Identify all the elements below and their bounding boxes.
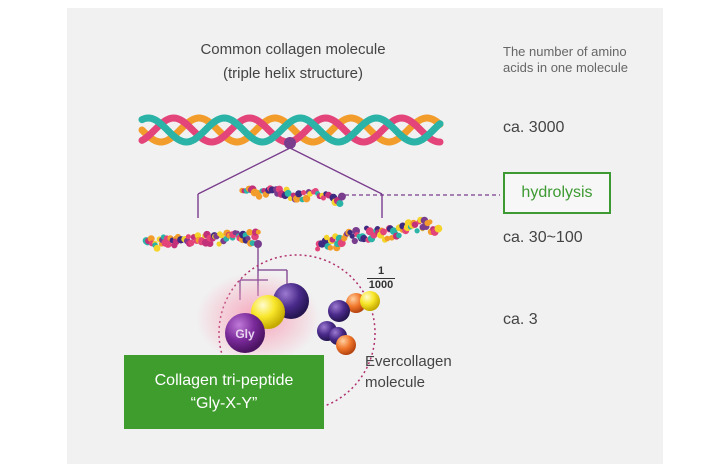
amino-bead [328, 245, 334, 251]
amino-bead [336, 200, 343, 207]
amino-bead [154, 245, 161, 252]
amino-bead [396, 233, 402, 239]
right-chain [315, 217, 442, 252]
amino-bead [380, 228, 387, 235]
amino-bead [415, 228, 420, 233]
hydrolysis-connector [198, 148, 382, 218]
ratio-fraction: 1 1000 [367, 265, 395, 292]
diagram-subtitle: (triple helix structure) [168, 65, 418, 82]
left-chain [143, 229, 261, 252]
amino-count-hydrolyzed: ca. 30~100 [503, 229, 583, 247]
ratio-denominator: 1000 [367, 279, 395, 292]
yellow-sphere [360, 291, 380, 311]
amino-bead [350, 234, 355, 239]
hydrolysis-box: hydrolysis [503, 172, 611, 214]
evercollagen-line2: molecule [365, 372, 452, 393]
hydrolysis-label: hydrolysis [521, 184, 592, 202]
diagram-title: Common collagen molecule [168, 41, 418, 58]
amino-bead [285, 190, 292, 197]
amino-count-heading: The number of amino acids in one molecul… [503, 44, 633, 76]
amino-bead [428, 219, 433, 224]
evercollagen-line1: Evercollagen [365, 351, 452, 372]
gly-label: Gly [235, 327, 255, 341]
tripeptide-box: Collagen tri-peptide “Gly-X-Y” [124, 355, 324, 429]
middle-chain [239, 185, 346, 207]
amino-bead [256, 193, 262, 199]
purple-sphere [328, 300, 350, 322]
ratio-numerator: 1 [367, 265, 395, 279]
amino-bead [188, 240, 194, 246]
amino-count-tripeptide: ca. 3 [503, 311, 538, 329]
amino-bead [219, 233, 224, 238]
chain-node [254, 240, 262, 248]
amino-bead [435, 225, 443, 233]
amino-count-full: ca. 3000 [503, 119, 564, 137]
tripeptide-title: Collagen tri-peptide [124, 369, 324, 392]
evercollagen-spheres [317, 291, 380, 355]
amino-bead [301, 190, 306, 195]
amino-bead [256, 230, 261, 235]
orange-sphere [336, 335, 356, 355]
evercollagen-label: Evercollagen molecule [365, 351, 452, 393]
amino-bead [338, 193, 346, 201]
helix-node [284, 137, 296, 149]
tripeptide-formula: “Gly-X-Y” [124, 392, 324, 415]
amino-bead [352, 238, 358, 244]
amino-bead [186, 234, 191, 239]
